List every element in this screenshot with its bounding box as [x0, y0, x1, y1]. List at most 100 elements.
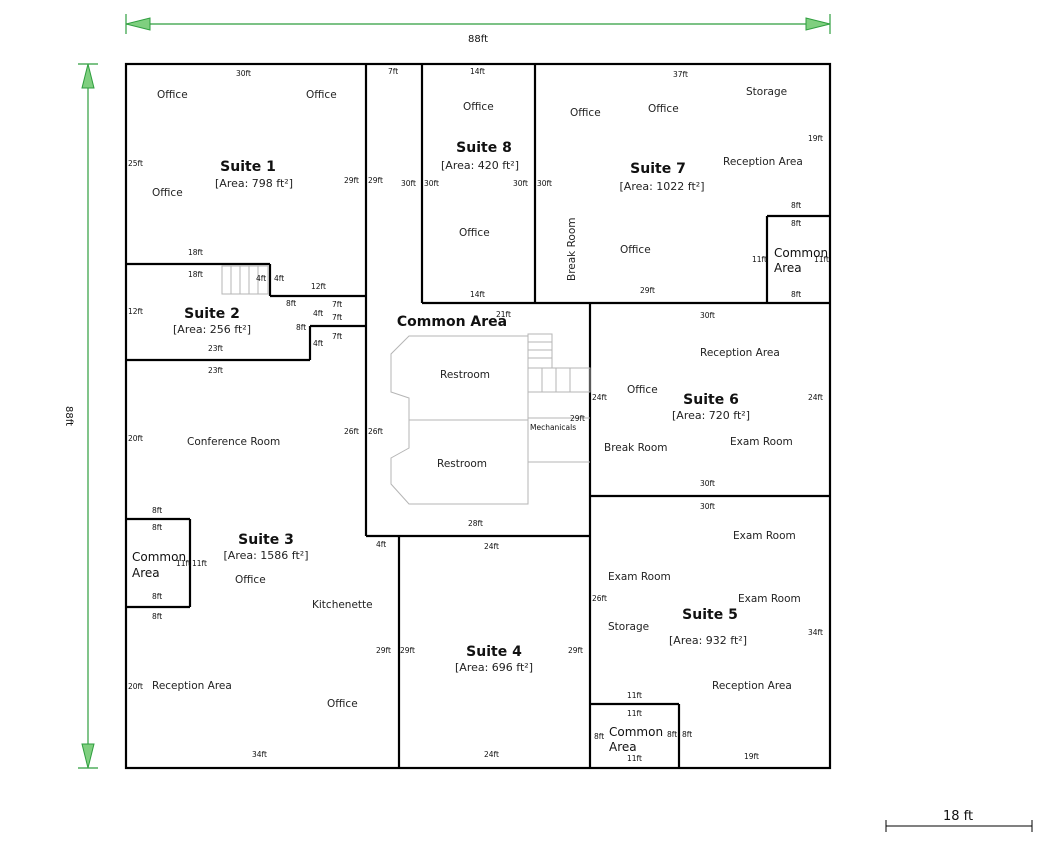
common-area-suite-7-line1: Common — [774, 246, 828, 260]
dimension-label: 30ft — [424, 179, 439, 188]
suite-2-name: Suite 2 — [184, 306, 240, 322]
dimension-label: 18ft — [188, 248, 203, 257]
dimension-label: 30ft — [537, 179, 552, 188]
dimension-label: 26ft — [368, 427, 383, 436]
room-label: Office — [306, 89, 337, 101]
dimension-label: 20ft — [128, 434, 143, 443]
dimension-label: 4ft — [274, 274, 284, 283]
room-label: Conference Room — [187, 436, 280, 448]
dimension-label: 11ft — [627, 709, 642, 718]
overall-width-label: 88ft — [468, 34, 488, 45]
dimension-label: 7ft — [332, 313, 342, 322]
dimension-label: 8ft — [682, 730, 692, 739]
suite-8-name: Suite 8 — [456, 140, 512, 156]
dimension-label: 24ft — [592, 393, 607, 402]
scale-bar: 18 ft — [885, 809, 1033, 832]
dimension-label: 37ft — [673, 70, 688, 79]
dimension-label: 20ft — [128, 682, 143, 691]
dimension-label: 12ft — [311, 282, 326, 291]
dimension-label: 11ft — [627, 754, 642, 763]
room-label: Exam Room — [730, 436, 793, 448]
dimension-label: 8ft — [791, 290, 801, 299]
central-common-area-title: Common Area — [397, 314, 507, 330]
room-labels: Office Office Office Office Office Offic… — [152, 86, 803, 710]
dimension-label: 29ft — [640, 286, 655, 295]
restroom-outline — [390, 335, 590, 505]
suite-5-area: [Area: 932 ft²] — [669, 634, 747, 647]
dimension-label: 19ft — [808, 134, 823, 143]
dimension-label: 26ft — [344, 427, 359, 436]
dimension-label: 30ft — [700, 311, 715, 320]
suite-4: Suite 4 [Area: 696 ft²] — [455, 644, 533, 674]
suite-3-area: [Area: 1586 ft²] — [224, 549, 309, 562]
suite-5-name: Suite 5 — [682, 607, 738, 623]
room-label: Exam Room — [608, 571, 671, 583]
suite-5: Suite 5 [Area: 932 ft²] — [669, 607, 747, 647]
dimension-label: 11ft — [752, 255, 767, 264]
room-label: Office — [463, 101, 494, 113]
room-label: Office — [235, 574, 266, 586]
room-label: Restroom — [437, 458, 487, 470]
dimension-label: 14ft — [470, 67, 485, 76]
room-label: Office — [152, 187, 183, 199]
dimension-label: 11ft — [814, 255, 829, 264]
room-label: Office — [570, 107, 601, 119]
dimension-label: 24ft — [484, 542, 499, 551]
suite-2: Suite 2 [Area: 256 ft²] — [173, 306, 251, 336]
dimension-labels: 30ft 25ft 29ft 18ft 18ft 4ft 4ft 12ft 7f… — [128, 67, 829, 763]
suite-1-name: Suite 1 — [220, 159, 276, 175]
dimension-label: 8ft — [152, 592, 162, 601]
room-label: Restroom — [440, 369, 490, 381]
dimension-label: 7ft — [332, 332, 342, 341]
room-label: Storage — [746, 86, 787, 98]
common-area-suite-3-line2: Area — [132, 566, 160, 580]
dimension-label: 25ft — [128, 159, 143, 168]
room-label: Kitchenette — [312, 599, 373, 611]
dimension-label: 24ft — [808, 393, 823, 402]
suite-3: Suite 3 [Area: 1586 ft²] — [224, 532, 309, 562]
room-label: Reception Area — [700, 347, 780, 359]
common-area-suite-5-line1: Common — [609, 725, 663, 739]
dimension-label: 8ft — [594, 732, 604, 741]
common-area-suite-5: Common Area — [609, 725, 663, 754]
suite-6-area: [Area: 720 ft²] — [672, 409, 750, 422]
suite-6: Suite 6 [Area: 720 ft²] — [672, 392, 750, 422]
suite-7-name: Suite 7 — [630, 161, 686, 177]
room-label: Break Room — [604, 442, 668, 454]
suite-4-name: Suite 4 — [466, 644, 522, 660]
suite-1-area: [Area: 798 ft²] — [215, 177, 293, 190]
suite-3-name: Suite 3 — [238, 532, 294, 548]
common-area-suite-3: Common Area — [132, 550, 186, 580]
dimension-label: 29ft — [344, 176, 359, 185]
dimension-label: 12ft — [128, 307, 143, 316]
dimension-label: 30ft — [236, 69, 251, 78]
dimension-label: 24ft — [484, 750, 499, 759]
dimension-label: 29ft — [570, 414, 585, 423]
dimension-label: 8ft — [286, 299, 296, 308]
dimension-label: 34ft — [252, 750, 267, 759]
dimension-label: 29ft — [376, 646, 391, 655]
dimension-label: 30ft — [401, 179, 416, 188]
dimension-label: 11ft — [627, 691, 642, 700]
dimension-label: 8ft — [791, 201, 801, 210]
dimension-label: 8ft — [667, 730, 677, 739]
dimension-label: 11ft — [192, 559, 207, 568]
dimension-label: 19ft — [744, 752, 759, 761]
suite-7-area: [Area: 1022 ft²] — [620, 180, 705, 193]
suite-1: Suite 1 [Area: 798 ft²] — [215, 159, 293, 190]
dimension-label: 14ft — [470, 290, 485, 299]
scale-bar-label: 18 ft — [943, 809, 973, 824]
dimension-label: 8ft — [791, 219, 801, 228]
dimension-label: 30ft — [513, 179, 528, 188]
room-label: Exam Room — [733, 530, 796, 542]
room-label: Office — [459, 227, 490, 239]
dimension-label: 8ft — [296, 323, 306, 332]
dimension-label: 26ft — [592, 594, 607, 603]
dimension-label: 23ft — [208, 366, 223, 375]
stairs-central — [527, 333, 591, 393]
stairs-upper — [221, 265, 269, 295]
room-label: Mechanicals — [530, 423, 576, 432]
suite-7: Suite 7 [Area: 1022 ft²] — [620, 161, 705, 193]
